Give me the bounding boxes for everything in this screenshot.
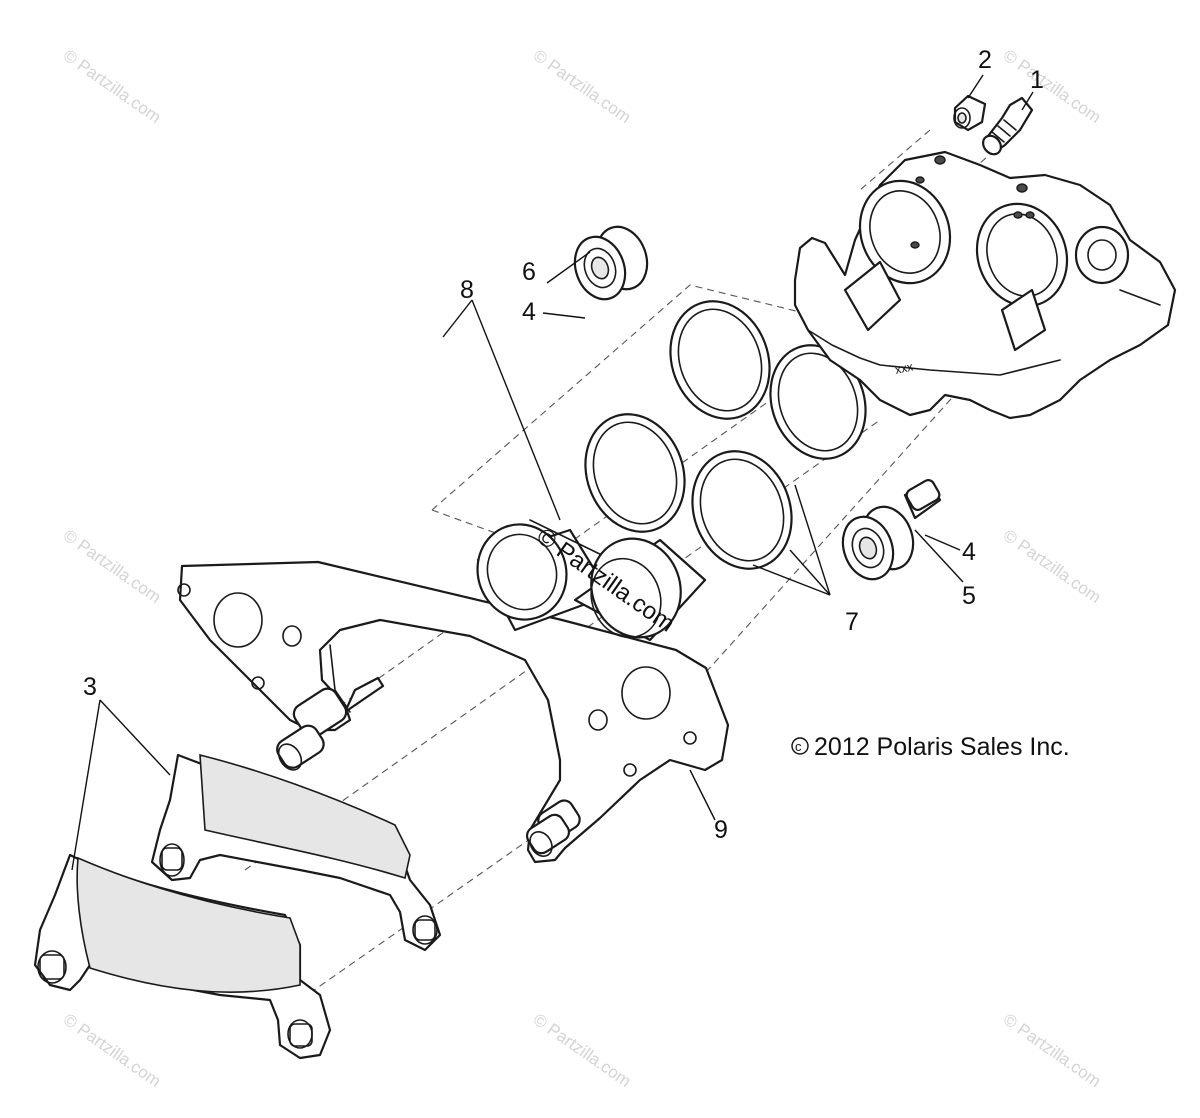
caliper-body: xxx <box>793 150 1177 420</box>
brake-pad-rear <box>150 753 442 952</box>
copyright: c 2012 Polaris Sales Inc. <box>791 733 1070 761</box>
callout-3: 3 <box>83 673 97 701</box>
bleeder-valve <box>982 96 1034 156</box>
leader-lines <box>71 74 1034 871</box>
watermark-top-left: © Partzilla.com <box>60 46 165 127</box>
piston-right <box>573 537 707 642</box>
callout-labels: 1 2 3 4 4 5 6 7 8 9 <box>83 46 1044 844</box>
callout-4-upper: 4 <box>522 298 536 326</box>
seals <box>584 300 867 570</box>
pin-boot-lower <box>841 479 942 581</box>
callout-6: 6 <box>522 258 536 286</box>
callout-1: 1 <box>1030 66 1044 94</box>
bleeder-cap <box>953 94 987 132</box>
copyright-text: 2012 Polaris Sales Inc. <box>814 733 1070 761</box>
caliper-bracket <box>177 560 730 864</box>
watermark-mid-left: © Partzilla.com <box>60 526 165 607</box>
piston-left <box>476 519 616 632</box>
brake-pad-front <box>33 853 332 1060</box>
copyright-symbol: c <box>795 739 802 754</box>
copyright-circle <box>791 737 809 755</box>
callout-9: 9 <box>714 816 728 844</box>
pin-boot-upper <box>573 225 649 301</box>
watermark-mid-right: © Partzilla.com <box>1000 526 1105 607</box>
caliper-marking: xxx <box>894 359 915 376</box>
watermark-bottom-right: © Partzilla.com <box>1000 1010 1105 1091</box>
pistons <box>476 519 707 642</box>
watermark-top-center: © Partzilla.com <box>530 46 635 127</box>
callout-5: 5 <box>962 582 976 610</box>
callout-2: 2 <box>978 46 992 74</box>
callout-7: 7 <box>845 608 859 636</box>
watermark-bottom-center: © Partzilla.com <box>530 1010 635 1091</box>
watermark-bottom-left: © Partzilla.com <box>60 1010 165 1091</box>
callout-8: 8 <box>460 276 474 304</box>
callout-4-lower: 4 <box>962 538 976 566</box>
